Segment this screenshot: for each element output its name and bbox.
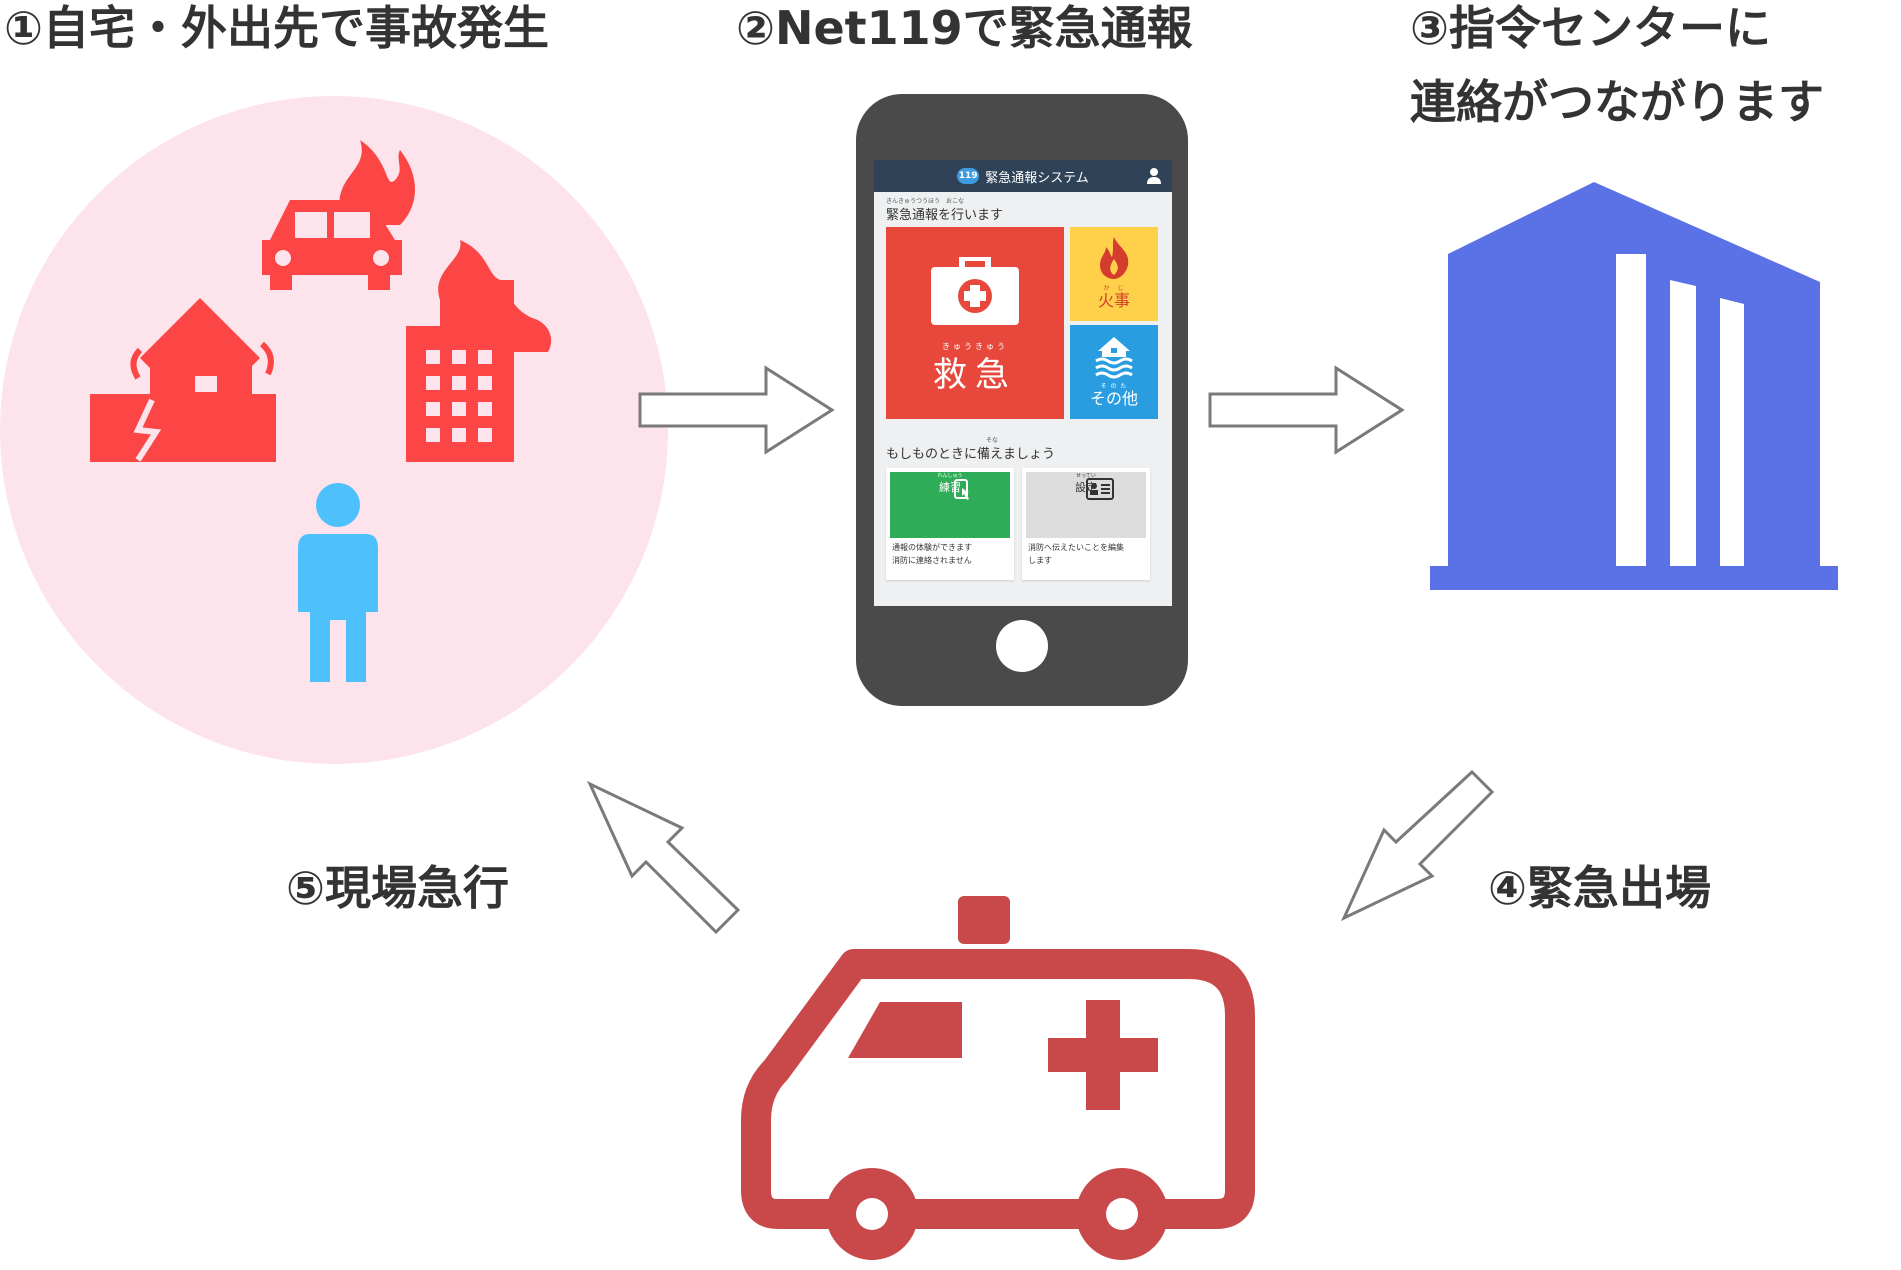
tile-kaji-label: 火事	[1097, 291, 1130, 310]
card-practice-top: れんしゅう 練習	[890, 472, 1010, 538]
phone-screen: 119 緊急通報システム きんきゅうつうほう おこな 緊急通報を行います きゅう…	[874, 160, 1172, 606]
tile-kyukyu-label: 救急	[933, 355, 1017, 395]
burning-building-icon	[406, 240, 552, 462]
tile-kaji-ruby: か じ	[1103, 285, 1125, 292]
prepare-cards: れんしゅう 練習 通報の体験ができます 消防に連絡されません せってい 設定 消…	[886, 468, 1160, 580]
step3-label-line2: 連絡がつながります	[1410, 75, 1824, 129]
tile-other-label: その他	[1089, 389, 1138, 408]
step3-label-line1: ③指令センターに	[1410, 1, 1771, 55]
section2-title: もしものときに備えましょう	[886, 447, 1056, 462]
step2-label: ②Net119で緊急通報	[736, 1, 1193, 55]
card-practice-desc: 通報の体験ができます 消防に連絡されません	[892, 543, 972, 565]
arrow-right-icon	[1208, 365, 1405, 455]
burning-car-icon	[262, 140, 415, 290]
command-center-building-icon	[1430, 182, 1838, 590]
person-icon	[298, 483, 378, 682]
id-card-icon	[1086, 478, 1114, 500]
app-header: 119 緊急通報システム	[874, 160, 1172, 192]
card-settings-top: せってい 設定	[1026, 472, 1146, 538]
app-logo-badge: 119	[957, 168, 980, 184]
section1-title: 緊急通報を行います	[886, 208, 1004, 223]
section1-ruby: きんきゅうつうほう おこな	[886, 198, 965, 205]
card-practice-ruby: れんしゅう	[937, 473, 963, 479]
tile-kyukyu-ruby: きゅうきゅう	[942, 342, 1008, 351]
tile-kaji[interactable]: か じ 火事	[1070, 227, 1158, 321]
tile-other-ruby: そ の た	[1100, 383, 1128, 390]
app-title: 緊急通報システム	[985, 170, 1089, 186]
card-practice[interactable]: れんしゅう 練習 通報の体験ができます 消防に連絡されません	[886, 468, 1014, 580]
arrow-down-left-icon	[1340, 769, 1495, 922]
arrow-right-icon	[638, 365, 835, 455]
tile-kyukyu[interactable]: きゅうきゅう 救急	[886, 227, 1064, 419]
fire-icon	[1100, 237, 1129, 279]
tile-other[interactable]: そ の た その他	[1070, 325, 1158, 419]
section2-ruby: そな	[986, 437, 999, 444]
report-tiles: きゅうきゅう 救急 か じ 火事 そ の た その他	[886, 227, 1160, 423]
tap-phone-icon	[954, 479, 969, 500]
phone-home-button[interactable]	[996, 620, 1048, 672]
card-settings-ruby: せってい	[1076, 473, 1096, 479]
step5-label: ⑤現場急行	[286, 861, 509, 915]
card-settings-desc: 消防へ伝えたいことを編集 します	[1028, 543, 1124, 565]
user-icon[interactable]	[1146, 167, 1162, 185]
ambulance-icon	[741, 896, 1255, 1260]
step4-label: ④緊急出場	[1488, 861, 1711, 915]
flood-house-icon	[1095, 337, 1133, 379]
arrow-up-left-icon	[586, 780, 741, 935]
earthquake-house-icon	[90, 298, 276, 462]
card-settings[interactable]: せってい 設定 消防へ伝えたいことを編集 します	[1022, 468, 1150, 580]
incident-circle	[0, 96, 668, 764]
step1-label: ①自宅・外出先で事故発生	[4, 1, 549, 55]
first-aid-kit-icon	[931, 257, 1019, 325]
